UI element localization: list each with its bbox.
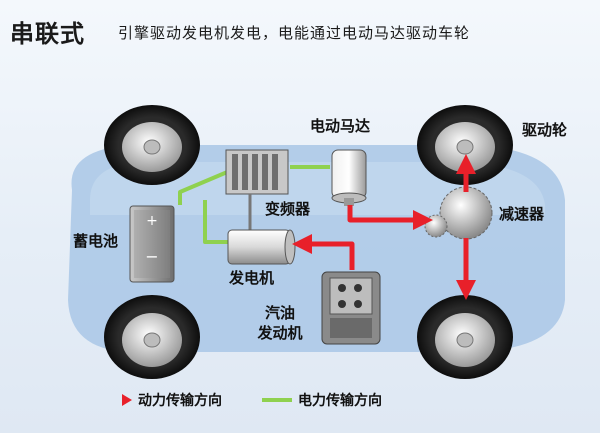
wheel-rear-left: [104, 295, 200, 379]
green-line-icon: [262, 398, 292, 402]
battery-plus-symbol: +: [146, 213, 158, 229]
legend-power-flow: 动力传输方向: [122, 390, 222, 410]
label-generator: 发电机: [229, 269, 275, 287]
electric-motor: [331, 149, 367, 206]
legend-power-flow-label: 动力传输方向: [138, 393, 222, 409]
wheel-front-left: [104, 105, 200, 185]
red-arrow-icon: [122, 394, 132, 406]
legend-electric-flow: 电力传输方向: [262, 390, 382, 410]
battery: + −: [129, 205, 175, 283]
label-electric-motor: 电动马达: [310, 117, 371, 135]
page-title: 串联式: [10, 20, 85, 48]
page-subtitle: 引擎驱动发电机发电，电能通过电动马达驱动车轮: [118, 24, 471, 42]
battery-minus-symbol: −: [145, 247, 158, 266]
inverter: [225, 149, 289, 230]
gasoline-engine: [321, 271, 381, 345]
wheel-front-right: [417, 105, 513, 185]
label-inverter: 变频器: [265, 200, 311, 218]
wheel-rear-right: [417, 295, 513, 379]
power-flow-arrows: [292, 154, 476, 300]
label-engine-line2: 发动机: [257, 324, 303, 342]
label-engine: 汽油 发动机: [245, 303, 315, 343]
label-engine-line1: 汽油: [264, 304, 295, 322]
label-battery: 蓄电池: [73, 232, 119, 250]
legend-electric-flow-label: 电力传输方向: [298, 393, 382, 409]
generator: [227, 229, 296, 265]
label-drive-wheel: 驱动轮: [522, 121, 568, 139]
label-reducer: 减速器: [499, 205, 545, 223]
